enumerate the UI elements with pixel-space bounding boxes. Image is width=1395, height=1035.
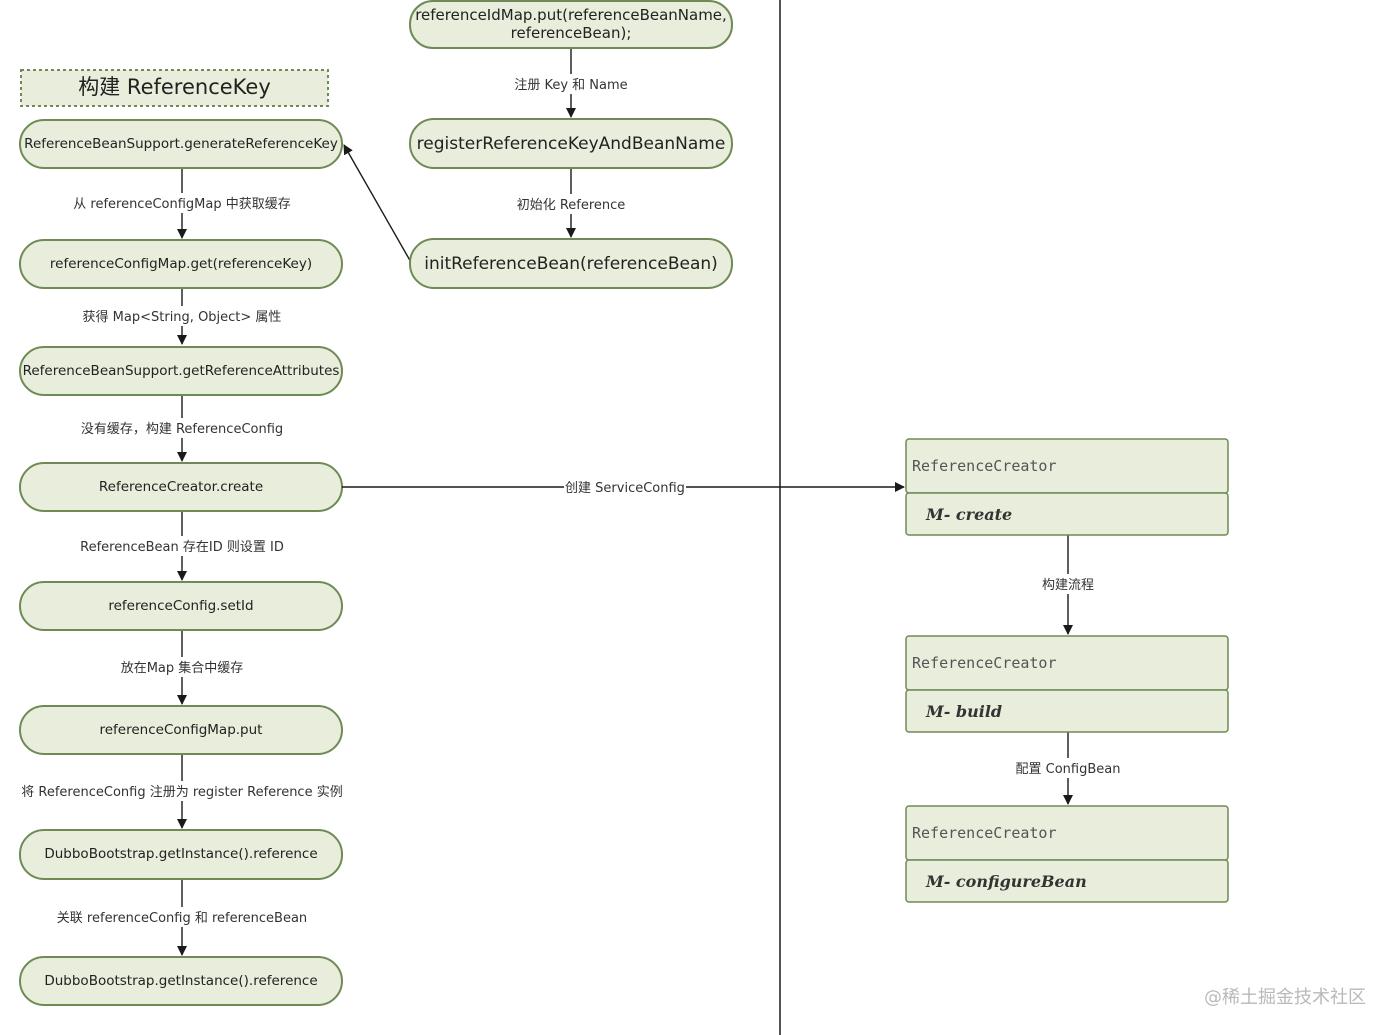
mid-edge-labels: 注册 Key 和 Name 初始化 Reference — [508, 74, 634, 214]
node-label: ReferenceCreator.create — [99, 479, 263, 495]
edge-label: 没有缓存，构建 ReferenceConfig — [81, 422, 283, 437]
card-header: ReferenceCreator — [912, 457, 1057, 475]
mid-nodes: referenceIdMap.put(referenceBeanName, re… — [409, 0, 733, 289]
card-method: M- create — [925, 505, 1012, 524]
watermark: @稀土掘金技术社区 — [1204, 987, 1366, 1008]
node-label: DubboBootstrap.getInstance().reference — [44, 846, 317, 862]
node-label: referenceConfigMap.put — [100, 722, 263, 738]
edge-label: 将 ReferenceConfig 注册为 register Reference… — [21, 785, 342, 800]
section-title: 构建 ReferenceKey — [78, 75, 271, 99]
node-init-reference-bean — [409, 238, 733, 289]
left-edge-labels: 从 referenceConfigMap 中获取缓存 获得 Map<String… — [20, 193, 344, 927]
node-label: initReferenceBean(referenceBean) — [424, 254, 718, 274]
node-label: ReferenceBeanSupport.generateReferenceKe… — [24, 136, 338, 152]
section-title-box — [20, 69, 329, 107]
card-method: M- build — [925, 702, 1002, 721]
right-cards: ReferenceCreator M- create ReferenceCrea… — [905, 438, 1229, 903]
edge-init-to-generate — [343, 144, 413, 265]
edge-label: 构建流程 — [1042, 578, 1094, 593]
node-generate-reference-key — [19, 119, 343, 169]
node-label: referenceIdMap.put(referenceBeanName, — [415, 6, 727, 24]
edge-label: 初始化 Reference — [517, 198, 626, 213]
node-reference-config-map-put — [19, 705, 343, 755]
node-reference-id-map-put — [409, 0, 733, 49]
right-edge-labels: 构建流程 配置 ConfigBean — [1010, 574, 1126, 778]
card-method-box — [905, 492, 1229, 536]
edge-label: 从 referenceConfigMap 中获取缓存 — [73, 197, 290, 212]
edge-label: 配置 ConfigBean — [1016, 762, 1121, 777]
node-label: referenceConfig.setId — [108, 598, 253, 614]
node-label: ReferenceBeanSupport.getReferenceAttribu… — [23, 363, 340, 379]
card-header: ReferenceCreator — [912, 824, 1057, 842]
card-method-box — [905, 689, 1229, 733]
card-method-box — [905, 859, 1229, 903]
edge-label: 注册 Key 和 Name — [514, 78, 627, 93]
node-label: registerReferenceKeyAndBeanName — [417, 134, 726, 154]
card-method: M- configureBean — [925, 872, 1087, 891]
node-reference-config-set-id — [19, 581, 343, 631]
edge-label: 放在Map 集合中缓存 — [121, 660, 244, 676]
node-label: DubboBootstrap.getInstance().reference — [44, 973, 317, 989]
edge-label: ReferenceBean 存在ID 则设置 ID — [80, 540, 284, 555]
left-nodes: ReferenceBeanSupport.generateReferenceKe… — [19, 119, 343, 1006]
node-dubbo-bootstrap-reference-2 — [19, 956, 343, 1006]
node-get-reference-attributes — [19, 346, 343, 396]
edge-label: 创建 ServiceConfig — [565, 481, 685, 496]
node-dubbo-bootstrap-reference-1 — [19, 829, 343, 880]
node-label: referenceConfigMap.get(referenceKey) — [50, 256, 312, 272]
node-label: referenceBean); — [511, 24, 632, 42]
card-header: ReferenceCreator — [912, 654, 1057, 672]
edge-label: 获得 Map<String, Object> 属性 — [83, 309, 282, 325]
edge-label: 关联 referenceConfig 和 referenceBean — [57, 911, 307, 926]
node-register-reference-key-and-bean-name — [409, 118, 733, 169]
node-reference-config-map-get — [19, 239, 343, 289]
